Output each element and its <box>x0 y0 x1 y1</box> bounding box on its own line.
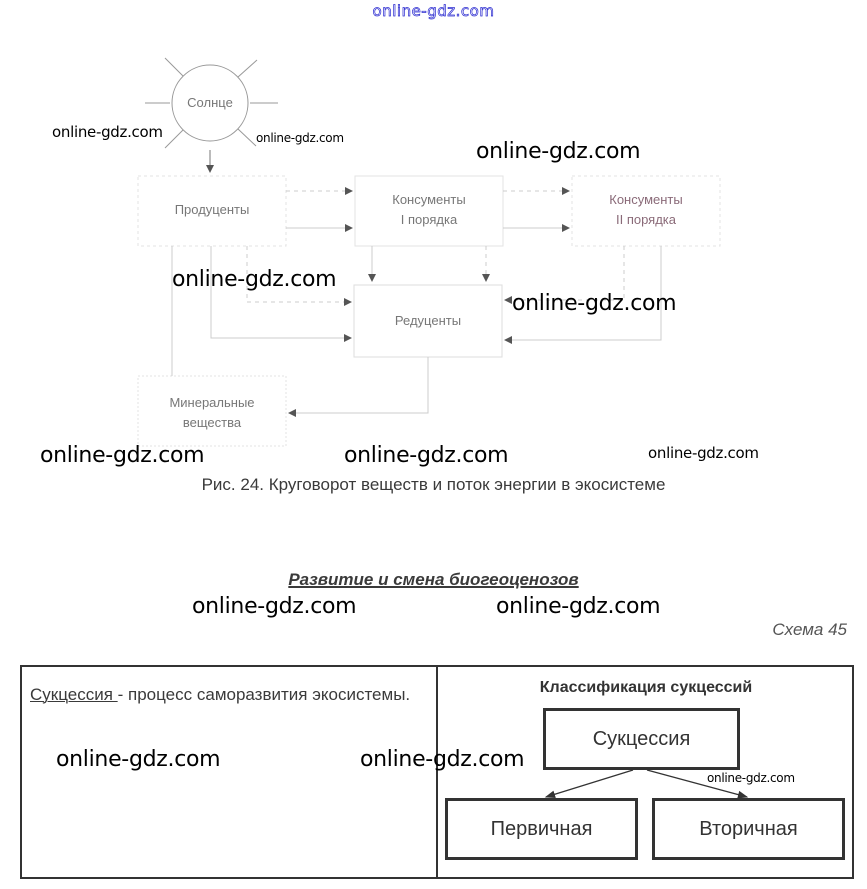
watermark: online-gdz.com <box>512 291 677 316</box>
watermark: online-gdz.com <box>496 594 661 619</box>
decomposers-label: Редуценты <box>394 313 462 328</box>
ecosystem-cycle-diagram <box>137 57 721 447</box>
sun-label: Солнце <box>187 95 233 110</box>
producers-box <box>137 175 287 247</box>
section-title-text: Развитие и смена биогеоценозов <box>288 570 579 589</box>
minerals-label: Минеральные вещества <box>138 393 286 433</box>
consumers1-line2: I порядка <box>400 212 458 227</box>
secondary-succession-box: Вторичная <box>652 798 845 860</box>
succession-root-box: Сукцессия <box>543 708 740 770</box>
watermark: online-gdz.com <box>52 123 163 141</box>
sun-icon <box>145 57 278 149</box>
consumers1-line1: Консументы <box>392 192 466 207</box>
site-header-logo[interactable]: online-gdz.com <box>372 2 495 21</box>
succession-definition: Сукцессия - процесс саморазвития экосист… <box>30 679 430 711</box>
table-divider <box>436 665 438 879</box>
schema-label: Схема 45 <box>772 620 847 639</box>
watermark: online-gdz.com <box>476 139 641 164</box>
consumers2-label: Консументы II порядка <box>572 190 720 230</box>
consumers2-line2: II порядка <box>615 212 677 227</box>
producers-label: Продуценты <box>174 202 250 217</box>
watermark: online-gdz.com <box>360 747 525 772</box>
definition-term: Сукцессия <box>30 685 118 704</box>
minerals-line2: вещества <box>182 415 242 430</box>
consumers1-box <box>354 175 504 247</box>
consumers2-box <box>571 175 721 247</box>
primary-succession-box: Первичная <box>445 798 638 860</box>
classification-title: Классификация сукцессий <box>539 679 753 696</box>
watermark: online-gdz.com <box>648 444 759 462</box>
minerals-line1: Минеральные <box>169 395 255 410</box>
definition-text: - процесс саморазвития экосистемы. <box>117 685 411 704</box>
minerals-box <box>137 375 287 447</box>
consumers2-line1: Консументы <box>609 192 683 207</box>
section-title: Развитие и смена биогеоценозов <box>0 570 867 590</box>
watermark: online-gdz.com <box>56 747 221 772</box>
watermark: online-gdz.com <box>192 594 357 619</box>
watermark: online-gdz.com <box>344 443 509 468</box>
figure-caption: Рис. 24. Круговорот веществ и поток энер… <box>201 475 666 494</box>
watermark: online-gdz.com <box>172 267 337 292</box>
watermark: online-gdz.com <box>707 771 795 785</box>
watermark: online-gdz.com <box>256 131 344 145</box>
consumers1-label: Консументы I порядка <box>355 190 503 230</box>
watermark: online-gdz.com <box>40 443 205 468</box>
